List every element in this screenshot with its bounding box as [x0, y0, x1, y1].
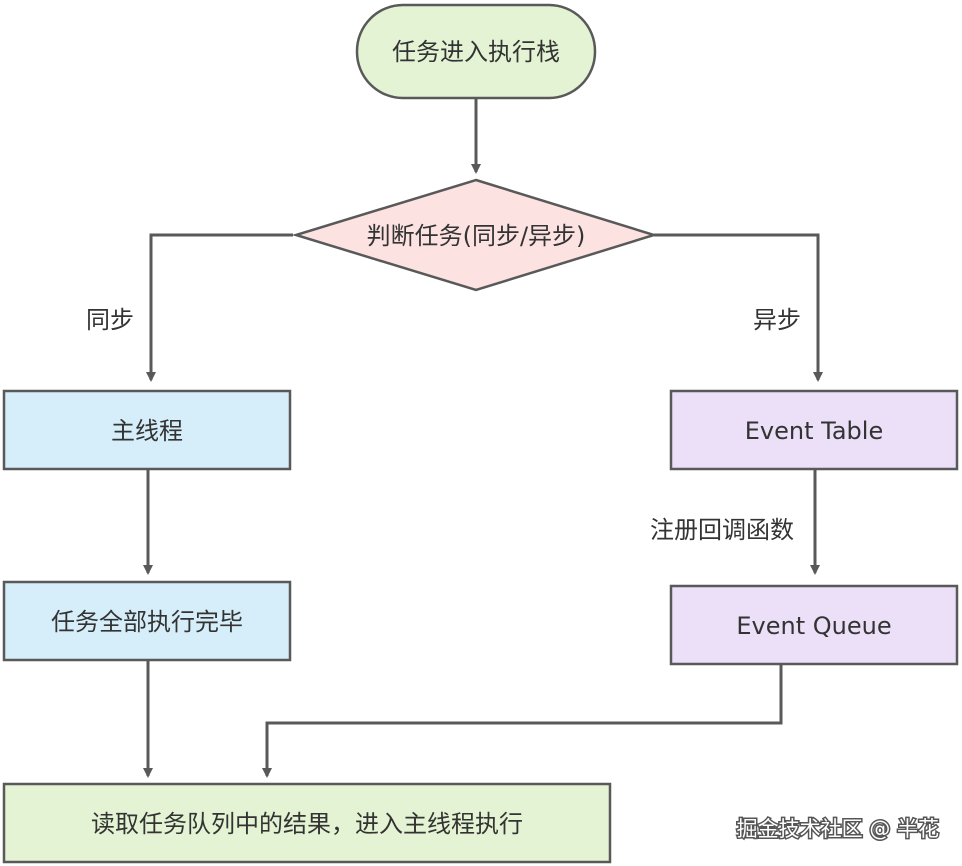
- event-table-node: [669, 389, 959, 471]
- event-queue-node: [669, 584, 959, 666]
- main-thread-label: 主线程: [111, 417, 183, 445]
- event-table-label: Event Table: [745, 417, 883, 445]
- edge-decision-to-main-thread: [146, 233, 293, 382]
- read-queue-node: [2, 782, 612, 864]
- main-thread-node: [2, 389, 292, 471]
- start-node-label: 任务进入执行栈: [392, 38, 560, 66]
- edges: [143, 98, 823, 778]
- sync-edge-label: 同步: [86, 306, 134, 334]
- read-queue-label: 读取任务队列中的结果，进入主线程执行: [91, 810, 523, 838]
- decision-node-label: 判断任务(同步/异步): [367, 222, 586, 250]
- decision-node: [291, 178, 659, 292]
- event-queue-label: Event Queue: [736, 612, 891, 640]
- start-node: [355, 3, 597, 100]
- tasks-done-node: [2, 580, 292, 662]
- async-edge-label: 异步: [753, 306, 801, 334]
- register-callback-label: 注册回调函数: [650, 516, 794, 544]
- watermark: 掘金技术社区 @ 半花: [737, 817, 939, 841]
- edge-event-queue-to-read-queue: [262, 665, 783, 778]
- tasks-done-label: 任务全部执行完毕: [51, 608, 243, 636]
- edge-decision-to-event-table: [654, 233, 823, 382]
